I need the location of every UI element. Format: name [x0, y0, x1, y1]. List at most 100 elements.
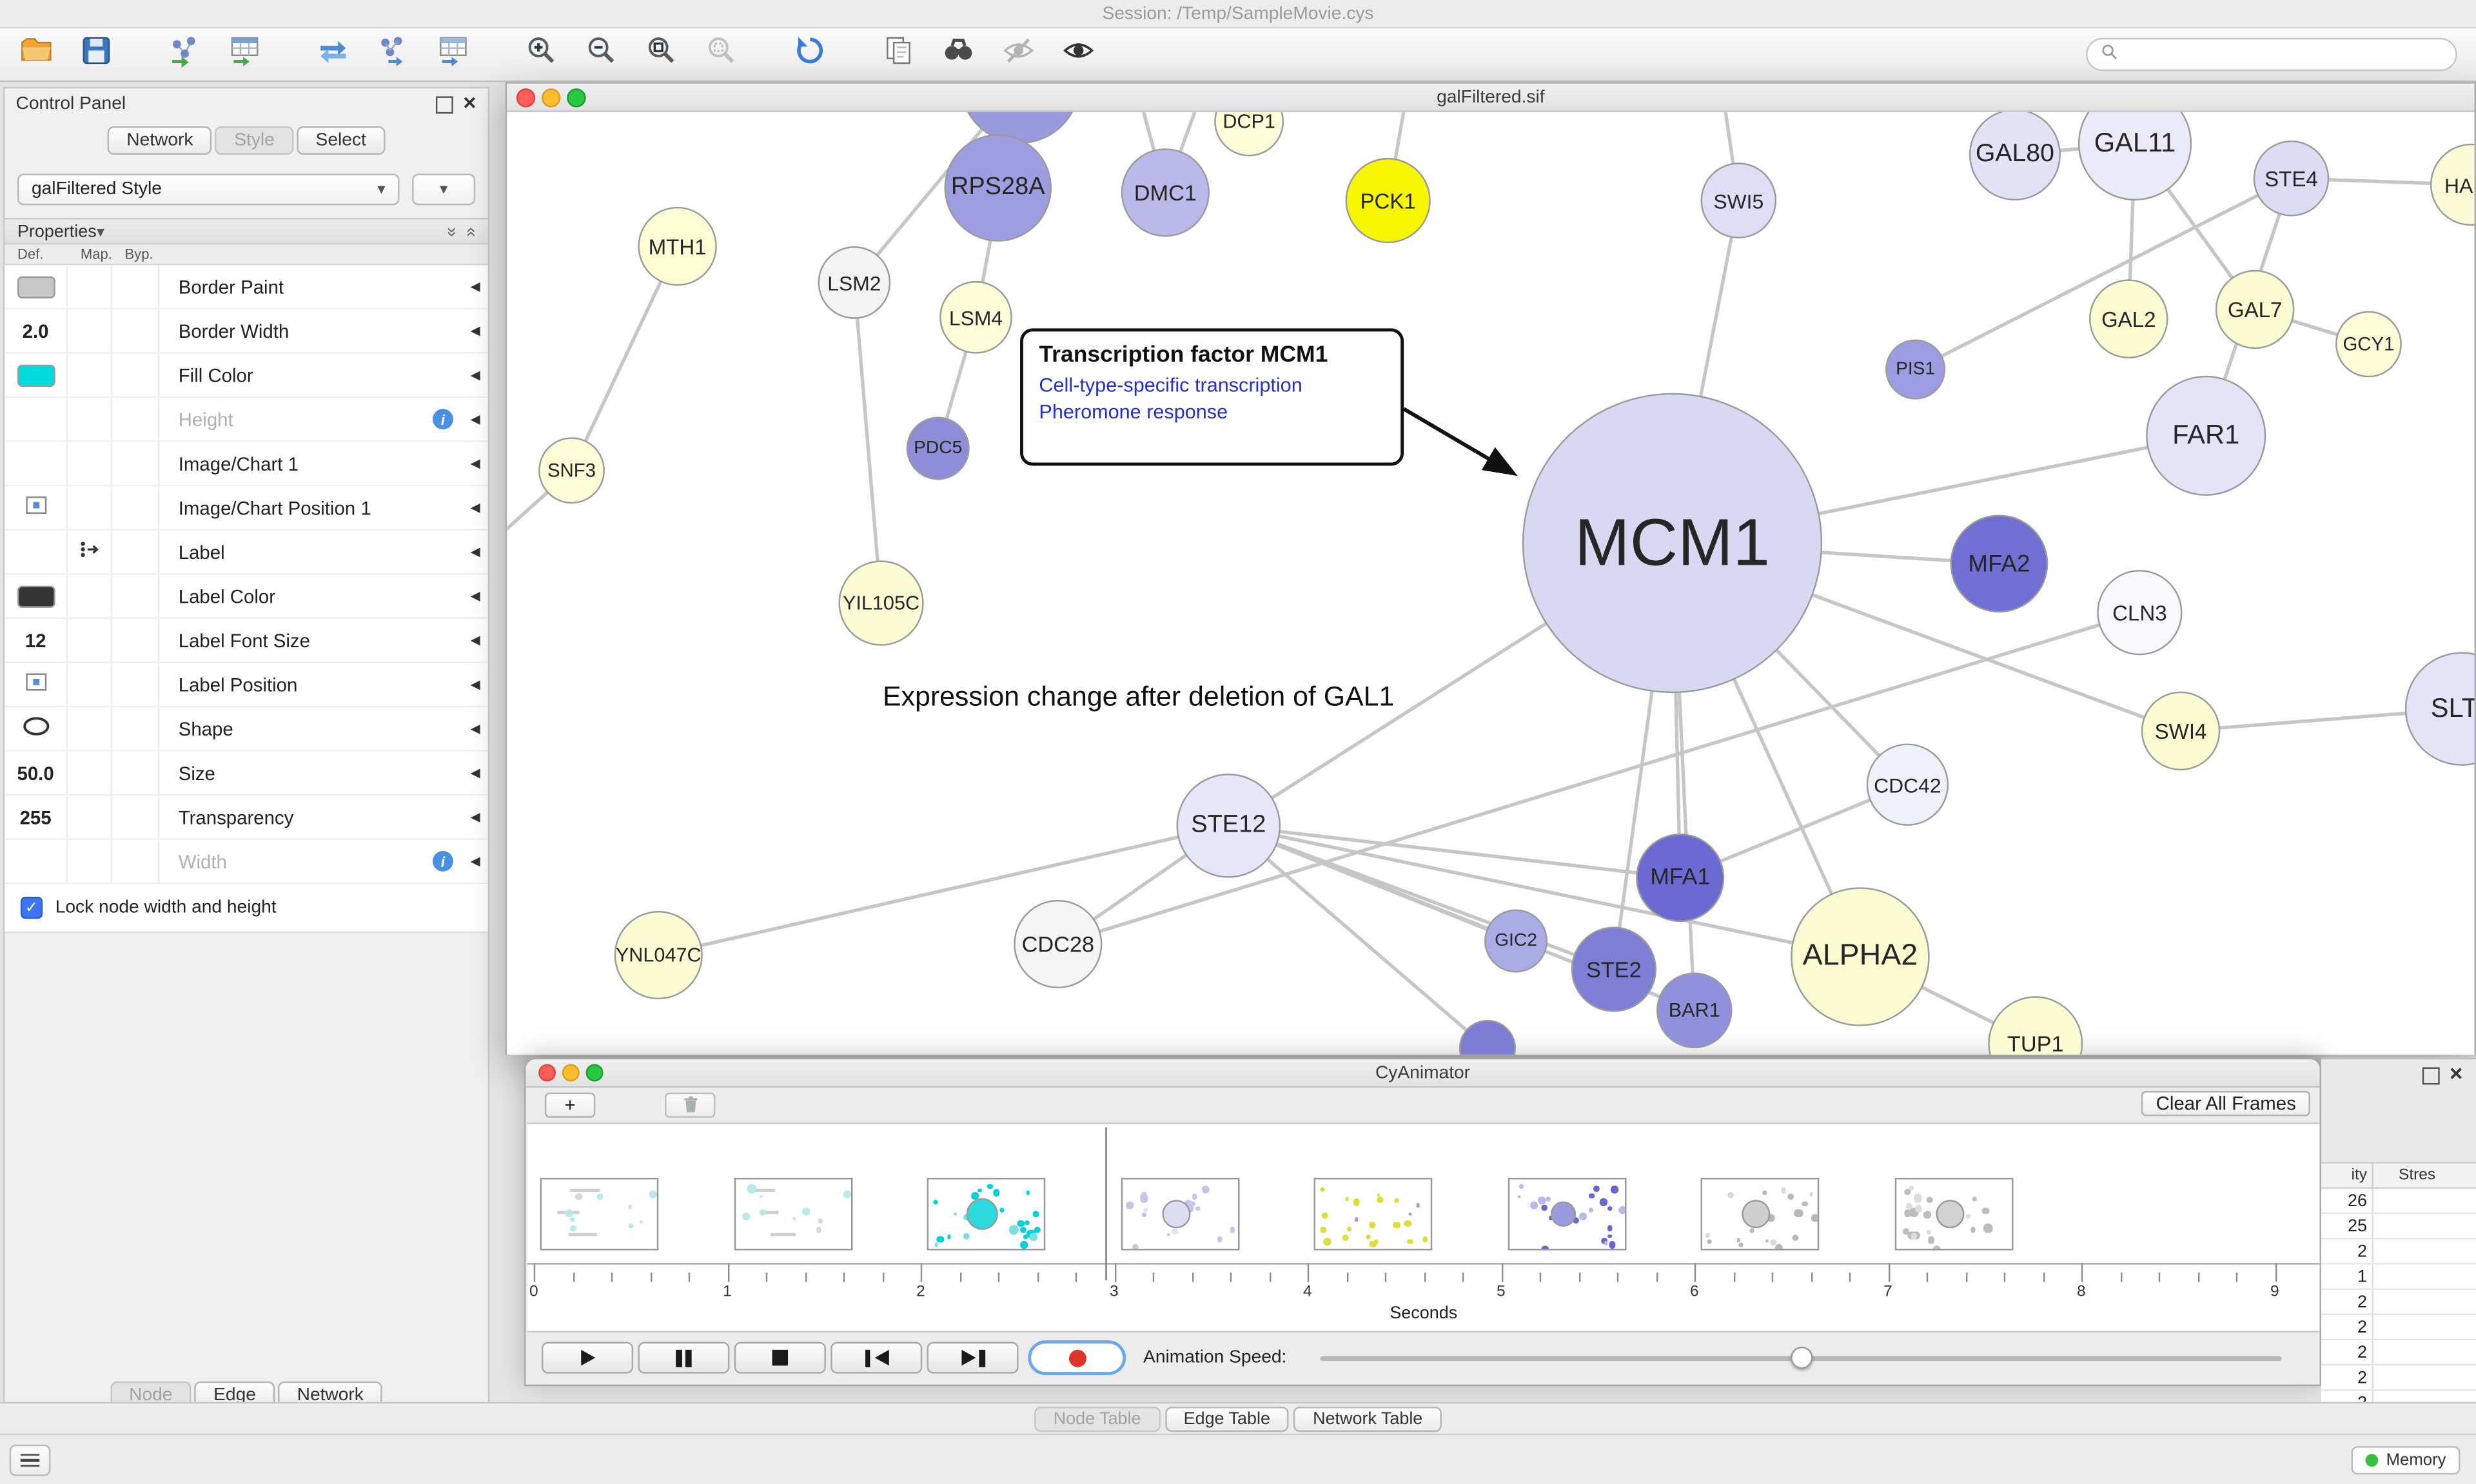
properties-header[interactable]: Properties: [17, 222, 97, 241]
export-network-button[interactable]: [369, 32, 417, 77]
import-table-button[interactable]: [221, 32, 268, 77]
record-button[interactable]: [1028, 1340, 1126, 1376]
node-lsm2[interactable]: LSM2: [818, 246, 891, 319]
table-row[interactable]: 1: [2321, 1264, 2476, 1290]
node-pdc5[interactable]: PDC5: [906, 416, 970, 480]
table-row[interactable]: 2: [2321, 1239, 2476, 1265]
annotation-box[interactable]: Transcription factor MCM1 Cell-type-spec…: [1020, 328, 1404, 466]
node-yil105c[interactable]: YIL105C: [838, 560, 924, 646]
close-panel-icon[interactable]: ✕: [2448, 1064, 2464, 1084]
style-options-button[interactable]: [412, 173, 476, 206]
expand-arrow-icon[interactable]: [463, 766, 488, 780]
default-value-cell[interactable]: 50.0: [5, 751, 68, 794]
frame-thumbnail-2[interactable]: [927, 1177, 1046, 1251]
find-button[interactable]: [935, 32, 982, 77]
expand-arrow-icon[interactable]: [463, 633, 488, 647]
property-row-image-chart-1[interactable]: Image/Chart 1: [5, 442, 488, 487]
node-dmc1[interactable]: DMC1: [1121, 148, 1210, 237]
bypass-cell[interactable]: [112, 398, 160, 441]
table-row[interactable]: 2: [2321, 1365, 2476, 1391]
mapping-cell[interactable]: [68, 442, 112, 485]
frame-thumbnail-1[interactable]: [733, 1177, 852, 1251]
default-value-cell[interactable]: 12: [5, 619, 68, 662]
zoom-out-button[interactable]: [578, 32, 625, 77]
bypass-cell[interactable]: [112, 353, 160, 396]
add-frame-button[interactable]: +: [544, 1092, 596, 1118]
expand-arrow-icon[interactable]: [463, 279, 488, 293]
close-panel-icon[interactable]: ✕: [462, 93, 477, 113]
slider-thumb[interactable]: [1791, 1346, 1814, 1369]
copy-view-button[interactable]: [875, 32, 922, 77]
minimize-window-button[interactable]: [562, 1064, 580, 1082]
tab-network[interactable]: Network: [107, 126, 212, 155]
mapping-cell[interactable]: [68, 619, 112, 662]
bypass-cell[interactable]: [112, 751, 160, 794]
float-window-icon[interactable]: [435, 95, 453, 113]
stop-button[interactable]: [734, 1342, 826, 1374]
default-value-cell[interactable]: [5, 707, 68, 750]
node-far1[interactable]: FAR1: [2146, 375, 2266, 496]
table-row[interactable]: 2: [2321, 1391, 2476, 1402]
node-ste12[interactable]: STE12: [1176, 774, 1281, 878]
annotation-link[interactable]: Cell-type-specific transcription: [1039, 374, 1302, 396]
node-snf3[interactable]: SNF3: [538, 437, 605, 504]
zoom-fit-button[interactable]: [638, 32, 685, 77]
expand-arrow-icon[interactable]: [463, 456, 488, 471]
expand-arrow-icon[interactable]: [463, 678, 488, 692]
node-ynl047c[interactable]: YNL047C: [614, 911, 703, 1000]
default-value-cell[interactable]: [5, 663, 68, 706]
node-tup1[interactable]: TUP1: [1988, 996, 2083, 1055]
tab-network-table[interactable]: Network Table: [1293, 1405, 1442, 1432]
mapping-cell[interactable]: [68, 574, 112, 618]
default-value-cell[interactable]: [5, 486, 68, 529]
expand-all-icon[interactable]: »: [460, 226, 480, 237]
frame-thumbnail-0[interactable]: [540, 1177, 659, 1251]
skip-start-button[interactable]: [830, 1342, 923, 1374]
save-session-button[interactable]: [73, 32, 120, 77]
annotation-link[interactable]: Pheromone response: [1039, 401, 1228, 424]
mapping-cell[interactable]: [68, 530, 112, 573]
search-input[interactable]: [2127, 44, 2443, 64]
tab-style[interactable]: Style: [215, 126, 294, 155]
table-row[interactable]: 25: [2321, 1214, 2476, 1240]
open-session-button[interactable]: [13, 32, 60, 77]
mapping-cell[interactable]: [68, 309, 112, 353]
default-value-cell[interactable]: [5, 839, 68, 883]
mapping-cell[interactable]: [68, 839, 112, 883]
node-rps28a[interactable]: RPS28A: [944, 134, 1052, 242]
node-mfa1[interactable]: MFA1: [1636, 834, 1725, 923]
table-row[interactable]: 26: [2321, 1189, 2476, 1215]
node-cdc28[interactable]: CDC28: [1014, 899, 1103, 989]
tab-edge-table[interactable]: Edge Table: [1164, 1405, 1290, 1432]
skip-end-button[interactable]: [927, 1342, 1019, 1374]
float-window-icon[interactable]: [2422, 1066, 2440, 1084]
mapping-cell[interactable]: [68, 663, 112, 706]
property-row-label[interactable]: Label: [5, 530, 488, 575]
default-value-cell[interactable]: 2.0: [5, 309, 68, 353]
property-row-border-paint[interactable]: Border Paint: [5, 265, 488, 310]
node-pis1[interactable]: PIS1: [1885, 339, 1946, 400]
frame-thumbnail-5[interactable]: [1507, 1177, 1626, 1251]
play-button[interactable]: [542, 1342, 634, 1374]
node-slt2[interactable]: SLT2: [2404, 652, 2475, 766]
delete-frame-button[interactable]: [665, 1092, 716, 1118]
tab-node-table[interactable]: Node Table: [1034, 1405, 1160, 1432]
minimize-window-button[interactable]: [542, 88, 561, 108]
node-gal7[interactable]: GAL7: [2215, 269, 2295, 349]
expand-arrow-icon[interactable]: [463, 545, 488, 559]
property-row-shape[interactable]: Shape: [5, 707, 488, 752]
bypass-cell[interactable]: [112, 442, 160, 485]
bypass-cell[interactable]: [112, 486, 160, 529]
network-canvas[interactable]: DCP1RPS28ADMC1PCK1SWI5GAL80GAL11STE4HAP4…: [507, 112, 2475, 1055]
bypass-cell[interactable]: [112, 309, 160, 353]
bypass-cell[interactable]: [112, 574, 160, 618]
bypass-cell[interactable]: [112, 839, 160, 883]
expand-arrow-icon[interactable]: [463, 810, 488, 824]
mapping-cell[interactable]: [68, 751, 112, 794]
node-gal11[interactable]: GAL11: [2078, 112, 2192, 201]
close-window-button[interactable]: [516, 88, 536, 108]
default-value-cell[interactable]: [5, 398, 68, 441]
